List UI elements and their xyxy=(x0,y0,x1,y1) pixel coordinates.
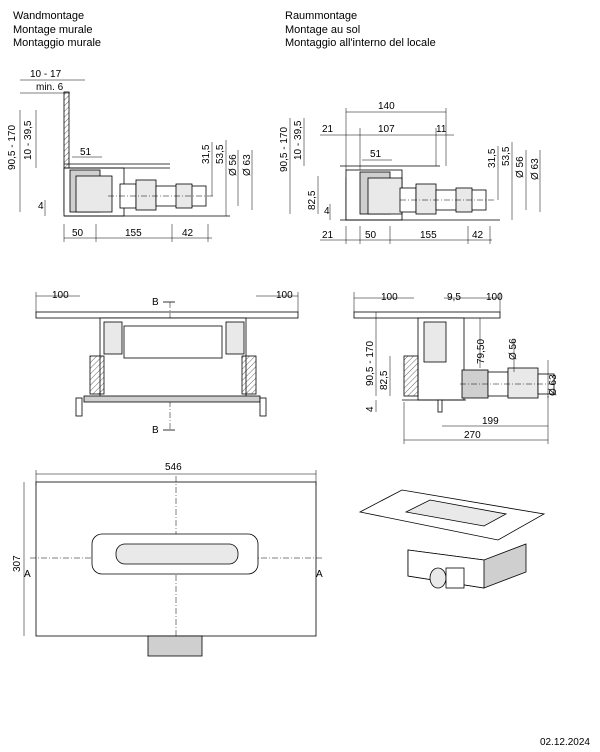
dim-155: 155 xyxy=(125,228,142,239)
grate-iso xyxy=(404,499,508,527)
dim-107: 107 xyxy=(378,124,395,135)
dim-90-170: 90,5 - 170 xyxy=(365,341,376,386)
dim-10-17: 10 - 17 xyxy=(30,69,62,80)
header-wall-mounting: Wandmontage Montage murale Montaggio mur… xyxy=(13,10,101,51)
label-b-top: B xyxy=(152,297,159,308)
dim-199: 199 xyxy=(482,416,499,427)
section-b-view: 100 100 B B xyxy=(35,290,299,436)
foot-left xyxy=(75,397,83,417)
drain-insert xyxy=(123,325,223,359)
dim-307: 307 xyxy=(12,555,23,572)
dim-d63: Ø 63 xyxy=(548,374,559,396)
foot-right xyxy=(259,397,267,417)
dim-31-5: 31,5 xyxy=(201,144,212,164)
pipe-coupling xyxy=(507,367,539,399)
dim-90-170: 90,5 - 170 xyxy=(279,127,290,172)
dim-4: 4 xyxy=(365,406,376,412)
dim-53-5: 53,5 xyxy=(215,144,226,164)
dim-21-top: 21 xyxy=(322,124,334,135)
label-a-right: A xyxy=(316,569,323,580)
header-wall-de: Wandmontage xyxy=(13,10,85,22)
foot xyxy=(437,399,443,413)
dim-11: 11 xyxy=(436,124,447,135)
header-floor-it: Montaggio all'interno del locale xyxy=(285,37,436,49)
dim-79-50: 79,50 xyxy=(476,339,487,364)
dim-9-5: 9,5 xyxy=(447,292,461,303)
cover-plate xyxy=(35,311,299,319)
dim-31-5: 31,5 xyxy=(487,148,498,168)
isometric-view xyxy=(358,489,546,589)
dim-42: 42 xyxy=(182,228,194,239)
dim-10-39: 10 - 39,5 xyxy=(23,120,34,160)
dim-270: 270 xyxy=(464,430,481,441)
dim-155: 155 xyxy=(420,230,437,241)
outlet-top xyxy=(147,635,203,657)
dim-d63: Ø 63 xyxy=(530,158,541,180)
drain-insert xyxy=(367,177,403,215)
drawing-date: 02.12.2024 xyxy=(539,737,590,748)
floor-mounting-view: 140 21 107 11 51 90,5 - 170 10 - 39,5 82… xyxy=(279,101,541,244)
drain-insert xyxy=(423,321,447,363)
dim-42: 42 xyxy=(472,230,484,241)
dim-100-right: 100 xyxy=(276,290,293,301)
pipe-coupling xyxy=(135,179,157,211)
dim-51: 51 xyxy=(370,149,382,160)
wall-mounting-view: 10 - 17 min. 6 90,5 - 170 10 - 39,5 4 51… xyxy=(7,69,253,242)
insulation-left xyxy=(89,355,105,395)
header-floor-mounting: Raummontage Montage au sol Montaggio all… xyxy=(285,10,436,51)
side-section-view: 100 9,5 100 90,5 - 170 82,5 4 79,50 Ø 56… xyxy=(353,292,559,444)
dim-21-bottom: 21 xyxy=(322,230,334,241)
base-frame xyxy=(83,395,261,403)
pipe-coupling xyxy=(415,183,437,215)
dim-100-left: 100 xyxy=(381,292,398,303)
drain-grate xyxy=(115,543,239,565)
dim-100-right: 100 xyxy=(486,292,503,303)
insulation xyxy=(403,355,419,397)
header-wall-it: Montaggio murale xyxy=(13,37,102,49)
dim-50: 50 xyxy=(365,230,377,241)
dim-d56: Ø 56 xyxy=(228,154,239,176)
dim-4: 4 xyxy=(38,201,44,212)
dim-82-5: 82,5 xyxy=(307,190,318,210)
header-wall-fr: Montage murale xyxy=(13,23,93,36)
insulation-right xyxy=(241,355,257,395)
dim-90-170: 90,5 - 170 xyxy=(7,125,18,170)
header-floor-fr: Montage au sol xyxy=(285,23,361,36)
drain-insert xyxy=(75,175,113,213)
top-view: 546 307 A A xyxy=(12,462,323,657)
dim-d56: Ø 56 xyxy=(515,156,526,178)
dim-d56: Ø 56 xyxy=(508,338,519,360)
dim-d63: Ø 63 xyxy=(242,154,253,176)
dim-140: 140 xyxy=(378,101,395,112)
dim-10-39: 10 - 39,5 xyxy=(293,120,304,160)
dim-546: 546 xyxy=(165,462,182,473)
label-a-left: A xyxy=(24,569,31,580)
outlet-pipe-iso xyxy=(429,567,447,589)
dim-51: 51 xyxy=(80,147,92,158)
dim-4: 4 xyxy=(324,206,330,217)
dim-82-5: 82,5 xyxy=(379,370,390,390)
label-b-bottom: B xyxy=(152,425,159,436)
dim-100-left: 100 xyxy=(52,290,69,301)
dim-50: 50 xyxy=(72,228,84,239)
dim-53-5: 53,5 xyxy=(501,146,512,166)
header-floor-de: Raummontage xyxy=(285,10,358,22)
dim-min-6: min. 6 xyxy=(36,82,64,93)
